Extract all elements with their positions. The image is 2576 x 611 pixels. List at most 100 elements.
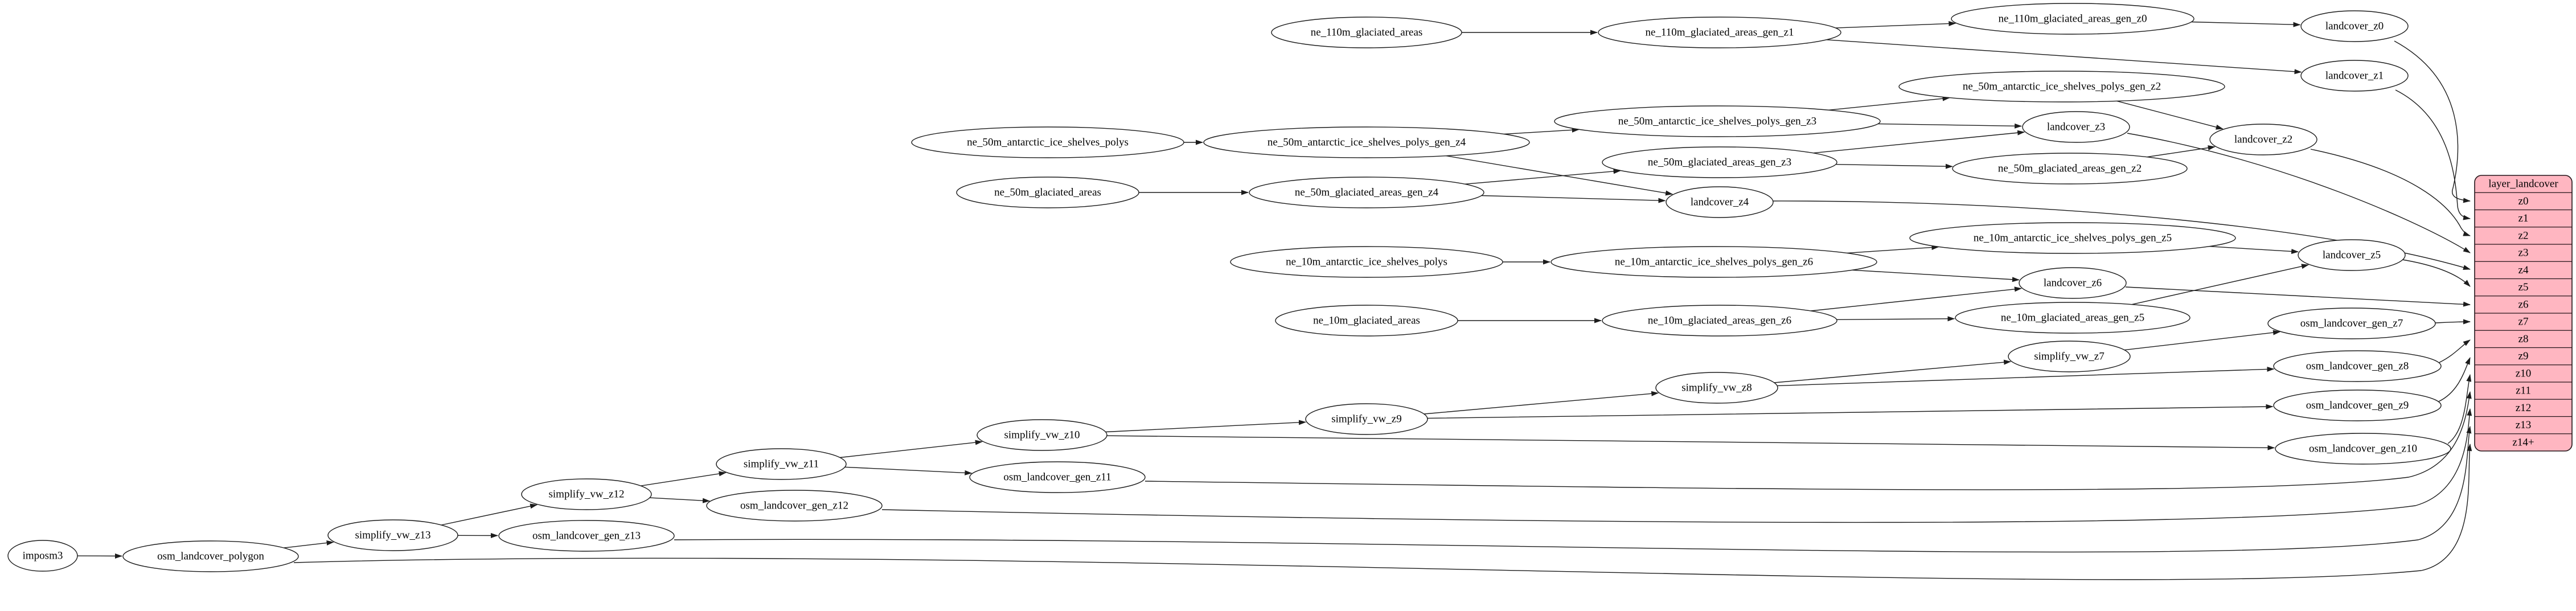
table-row-label: z13 — [2516, 419, 2531, 431]
edge-ne_110m_glaciated_areas_gen_z1-to-ne_110m_glaciated_areas_gen_z0 — [1835, 20, 1956, 28]
edge-ne_50m_antarctic_ice_shelves_polys_gen_z4-to-landcover_z4 — [1446, 155, 1673, 196]
node-ne_10m_glaciated_areas_gen_z5: ne_10m_glaciated_areas_gen_z5 — [1955, 302, 2191, 334]
node-osm_landcover_gen_z9: osm_landcover_gen_z9 — [2273, 389, 2442, 421]
table-row-label: z7 — [2518, 316, 2529, 328]
node-label: ne_50m_glaciated_areas_gen_z3 — [1648, 157, 1791, 169]
edge-landcover_z6-to-layer_landcover-z6 — [2125, 286, 2471, 307]
node-landcover_z6: landcover_z6 — [2019, 267, 2127, 299]
node-label: ne_50m_antarctic_ice_shelves_polys — [967, 137, 1129, 149]
edge-simplify_vw_z13-to-simplify_vw_z12 — [441, 503, 538, 526]
node-ellipse — [1666, 186, 1774, 218]
node-label: osm_landcover_gen_z10 — [2309, 443, 2417, 455]
node-ellipse — [1655, 372, 1778, 404]
node-ellipse — [2273, 350, 2442, 382]
edge-landcover_z2-to-layer_landcover-z2 — [2310, 149, 2471, 236]
node-ellipse — [122, 540, 299, 572]
node-ellipse — [1554, 105, 1881, 137]
node-ellipse — [2300, 10, 2409, 42]
node-ellipse — [7, 540, 78, 572]
table-row-label: z2 — [2518, 229, 2529, 241]
edge-osm_landcover_gen_z8-to-layer_landcover-z8 — [2438, 339, 2471, 363]
table-row-z5: z5 — [2475, 278, 2572, 293]
layer-landcover-table: layer_landcoverz0z1z2z3z4z5z6z7z8z9z10z1… — [2474, 175, 2573, 452]
table-row-z8: z8 — [2475, 330, 2572, 345]
node-ne_10m_antarctic_ice_shelves_polys_gen_z5: ne_10m_antarctic_ice_shelves_polys_gen_z… — [1909, 222, 2236, 254]
table-row-label: z8 — [2518, 333, 2529, 345]
table-row-z1: z1 — [2475, 209, 2572, 224]
node-ellipse — [2298, 239, 2406, 271]
node-ellipse — [2300, 60, 2409, 92]
node-label: landcover_z1 — [2325, 70, 2384, 82]
node-label: ne_110m_glaciated_areas_gen_z0 — [1999, 13, 2147, 25]
table-row-z9: z9 — [2475, 347, 2572, 362]
node-label: landcover_z4 — [1691, 196, 1749, 208]
node-label: ne_50m_antarctic_ice_shelves_polys_gen_z… — [1618, 116, 1816, 128]
node-label: osm_landcover_gen_z8 — [2306, 360, 2409, 372]
node-label: osm_landcover_gen_z9 — [2306, 400, 2409, 412]
node-simplify_vw_z8: simplify_vw_z8 — [1655, 372, 1778, 404]
edge-ne_10m_antarctic_ice_shelves_polys_gen_z5-to-landcover_z5 — [2209, 246, 2299, 254]
node-ne_110m_glaciated_areas_gen_z1: ne_110m_glaciated_areas_gen_z1 — [1598, 17, 1841, 48]
table-row-label: z11 — [2516, 385, 2531, 397]
node-ne_10m_glaciated_areas_gen_z6: ne_10m_glaciated_areas_gen_z6 — [1602, 305, 1837, 337]
edge-osm_landcover_gen_z12-to-layer_landcover-z12 — [881, 408, 2472, 523]
table-row-label: z0 — [2518, 195, 2529, 207]
edge-ne_10m_antarctic_ice_shelves_polys_gen_z6-to-landcover_z6 — [1852, 269, 2020, 282]
edge-simplify_vw_z11-to-osm_landcover_gen_z11 — [844, 466, 973, 475]
node-label: ne_50m_antarctic_ice_shelves_polys_gen_z… — [1268, 137, 1466, 149]
node-ne_50m_antarctic_ice_shelves_polys_gen_z3: ne_50m_antarctic_ice_shelves_polys_gen_z… — [1554, 105, 1881, 137]
node-ne_10m_glaciated_areas: ne_10m_glaciated_areas — [1275, 305, 1458, 337]
table-row-z13: z13 — [2475, 416, 2572, 431]
node-ellipse — [2209, 124, 2317, 155]
node-ellipse — [716, 448, 847, 480]
node-ellipse — [1249, 177, 1484, 208]
node-ellipse — [1955, 302, 2191, 334]
node-osm_landcover_gen_z12: osm_landcover_gen_z12 — [706, 490, 883, 522]
node-ellipse — [2008, 341, 2131, 372]
node-label: landcover_z3 — [2047, 121, 2105, 133]
edge-osm_landcover_polygon-to-simplify_vw_z13 — [284, 540, 334, 548]
edge-osm_landcover_gen_z10-to-layer_landcover-z10 — [2447, 374, 2472, 444]
node-landcover_z0: landcover_z0 — [2300, 10, 2409, 42]
edge-simplify_vw_z10-to-simplify_vw_z9 — [1105, 420, 1306, 433]
node-label: simplify_vw_z12 — [549, 489, 625, 501]
edge-ne_50m_glaciated_areas_gen_z2-to-landcover_z2 — [2147, 145, 2216, 158]
node-ne_50m_glaciated_areas_gen_z3: ne_50m_glaciated_areas_gen_z3 — [1602, 146, 1837, 178]
node-ellipse — [1275, 305, 1458, 337]
table-title: layer_landcover — [2488, 178, 2558, 190]
edge-landcover_z1-to-layer_landcover-z1 — [2395, 89, 2471, 220]
edge-ne_50m_glaciated_areas_gen_z3-to-ne_50m_glaciated_areas_gen_z2 — [1836, 163, 1953, 169]
node-ne_50m_antarctic_ice_shelves_polys: ne_50m_antarctic_ice_shelves_polys — [911, 126, 1184, 158]
node-ne_110m_glaciated_areas_gen_z0: ne_110m_glaciated_areas_gen_z0 — [1951, 3, 2194, 35]
table-row-z14+: z14+ — [2475, 433, 2572, 448]
table-row-label: z14+ — [2512, 436, 2534, 448]
node-osm_landcover_gen_z10: osm_landcover_gen_z10 — [2275, 433, 2451, 465]
node-label: landcover_z5 — [2323, 249, 2381, 261]
node-ellipse — [1602, 146, 1837, 178]
node-ellipse — [2273, 389, 2442, 421]
node-ne_50m_antarctic_ice_shelves_polys_gen_z2: ne_50m_antarctic_ice_shelves_polys_gen_z… — [1898, 71, 2225, 102]
node-ne_10m_antarctic_ice_shelves_polys_gen_z6: ne_10m_antarctic_ice_shelves_polys_gen_z… — [1550, 246, 1877, 278]
node-ellipse — [2275, 433, 2451, 465]
node-ellipse — [2019, 267, 2127, 299]
edge-osm_landcover_gen_z7-to-layer_landcover-z7 — [2435, 319, 2471, 325]
edge-ne_50m_antarctic_ice_shelves_polys_gen_z4-to-ne_50m_antarctic_ice_shelves_polys_gen_z3 — [1504, 127, 1580, 135]
table-row-z11: z11 — [2475, 382, 2572, 397]
node-ellipse — [2267, 307, 2436, 339]
node-ellipse — [1898, 71, 2225, 102]
edge-ne_50m_glaciated_areas_gen_z4-to-ne_50m_glaciated_areas_gen_z3 — [1465, 169, 1621, 184]
edge-osm_landcover_polygon-to-layer_landcover-z14+ — [293, 444, 2472, 580]
node-label: ne_10m_antarctic_ice_shelves_polys_gen_z… — [1974, 232, 2172, 244]
node-ellipse — [1230, 246, 1503, 278]
edge-ne_10m_glaciated_areas_gen_z6-to-ne_10m_glaciated_areas_gen_z5 — [1836, 316, 1955, 322]
node-label: osm_landcover_gen_z12 — [740, 500, 848, 512]
node-ne_10m_antarctic_ice_shelves_polys: ne_10m_antarctic_ice_shelves_polys — [1230, 246, 1503, 278]
node-label: simplify_vw_z9 — [1331, 413, 1402, 425]
edge-ne_50m_glaciated_areas_gen_z4-to-landcover_z4 — [1481, 195, 1666, 203]
edges-layer — [77, 20, 2472, 580]
table-row-label: z4 — [2518, 264, 2529, 276]
node-label: ne_10m_antarctic_ice_shelves_polys_gen_z… — [1615, 256, 1813, 268]
